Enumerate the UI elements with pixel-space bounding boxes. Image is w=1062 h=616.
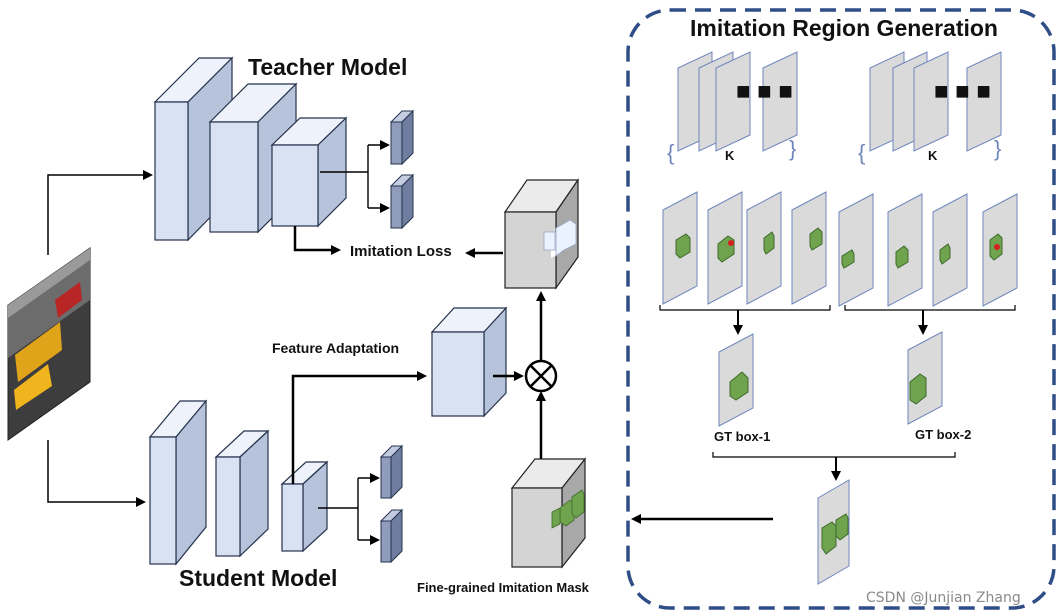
imitation-loss-label: Imitation Loss bbox=[350, 243, 452, 260]
k-right-label: K bbox=[928, 148, 938, 163]
multiply-operator bbox=[524, 359, 558, 393]
gt-merge-bracket bbox=[712, 452, 956, 458]
gt-box-2-label: GT box-2 bbox=[915, 427, 971, 442]
student-block-1 bbox=[148, 399, 208, 566]
teacher-to-loss-arrow bbox=[293, 226, 341, 255]
fine-grained-mask-block bbox=[510, 457, 587, 569]
student-head-reg bbox=[379, 508, 404, 564]
aggregation-brackets bbox=[659, 305, 1016, 311]
student-head-cls bbox=[379, 444, 404, 500]
mask-plane bbox=[746, 191, 782, 305]
mask-plane bbox=[838, 193, 874, 307]
teacher-model-label: Teacher Model bbox=[248, 54, 407, 80]
mask-plane bbox=[982, 193, 1018, 307]
red-dot-marker bbox=[994, 244, 1000, 250]
student-block-2 bbox=[214, 429, 270, 558]
teacher-head-cls bbox=[389, 109, 415, 166]
feature-adaptation-label: Feature Adaptation bbox=[272, 340, 399, 356]
brace-right-close: } bbox=[994, 136, 1001, 161]
brace-right-open: { bbox=[858, 140, 865, 165]
mask-plane bbox=[791, 191, 827, 305]
mask-plane bbox=[932, 193, 968, 307]
ellipsis-left: ■ ■ ■ bbox=[736, 78, 793, 105]
watermark: CSDN @Junjian Zhang bbox=[866, 590, 1021, 606]
region-generation-panel bbox=[626, 8, 1056, 610]
teacher-head-arrows bbox=[320, 140, 390, 213]
brace-left-close: } bbox=[789, 136, 796, 161]
input-branch-arrows bbox=[47, 170, 153, 507]
teacher-block-3 bbox=[270, 116, 348, 228]
student-block-3 bbox=[280, 460, 329, 553]
ellipsis-right: ■ ■ ■ bbox=[934, 78, 991, 105]
feature-stack-left bbox=[677, 51, 798, 152]
mask-plane bbox=[707, 191, 743, 305]
masked-feature-block bbox=[503, 178, 580, 290]
mask-planes-row bbox=[662, 191, 1018, 307]
student-model-label: Student Model bbox=[179, 565, 337, 591]
mask-plane bbox=[887, 193, 923, 307]
red-dot-marker bbox=[728, 240, 734, 246]
adaptation-block bbox=[430, 306, 508, 418]
teacher-head-reg bbox=[389, 173, 415, 230]
k-left-label: K bbox=[725, 148, 735, 163]
merged-mask-plane bbox=[817, 479, 850, 585]
input-image bbox=[7, 247, 91, 441]
fine-grained-mask-label: Fine-grained Imitation Mask bbox=[417, 580, 590, 595]
region-generation-title: Imitation Region Generation bbox=[690, 15, 998, 41]
feature-stack-right bbox=[869, 51, 1002, 152]
student-head-arrows bbox=[318, 473, 380, 545]
gt-box-1-plane bbox=[718, 333, 754, 427]
mask-plane bbox=[662, 191, 698, 305]
student-to-adapt-arrow bbox=[291, 371, 427, 484]
gt-box-1-label: GT box-1 bbox=[714, 429, 770, 444]
brace-left-open: { bbox=[667, 140, 674, 165]
gt-box-2-plane bbox=[907, 331, 943, 425]
